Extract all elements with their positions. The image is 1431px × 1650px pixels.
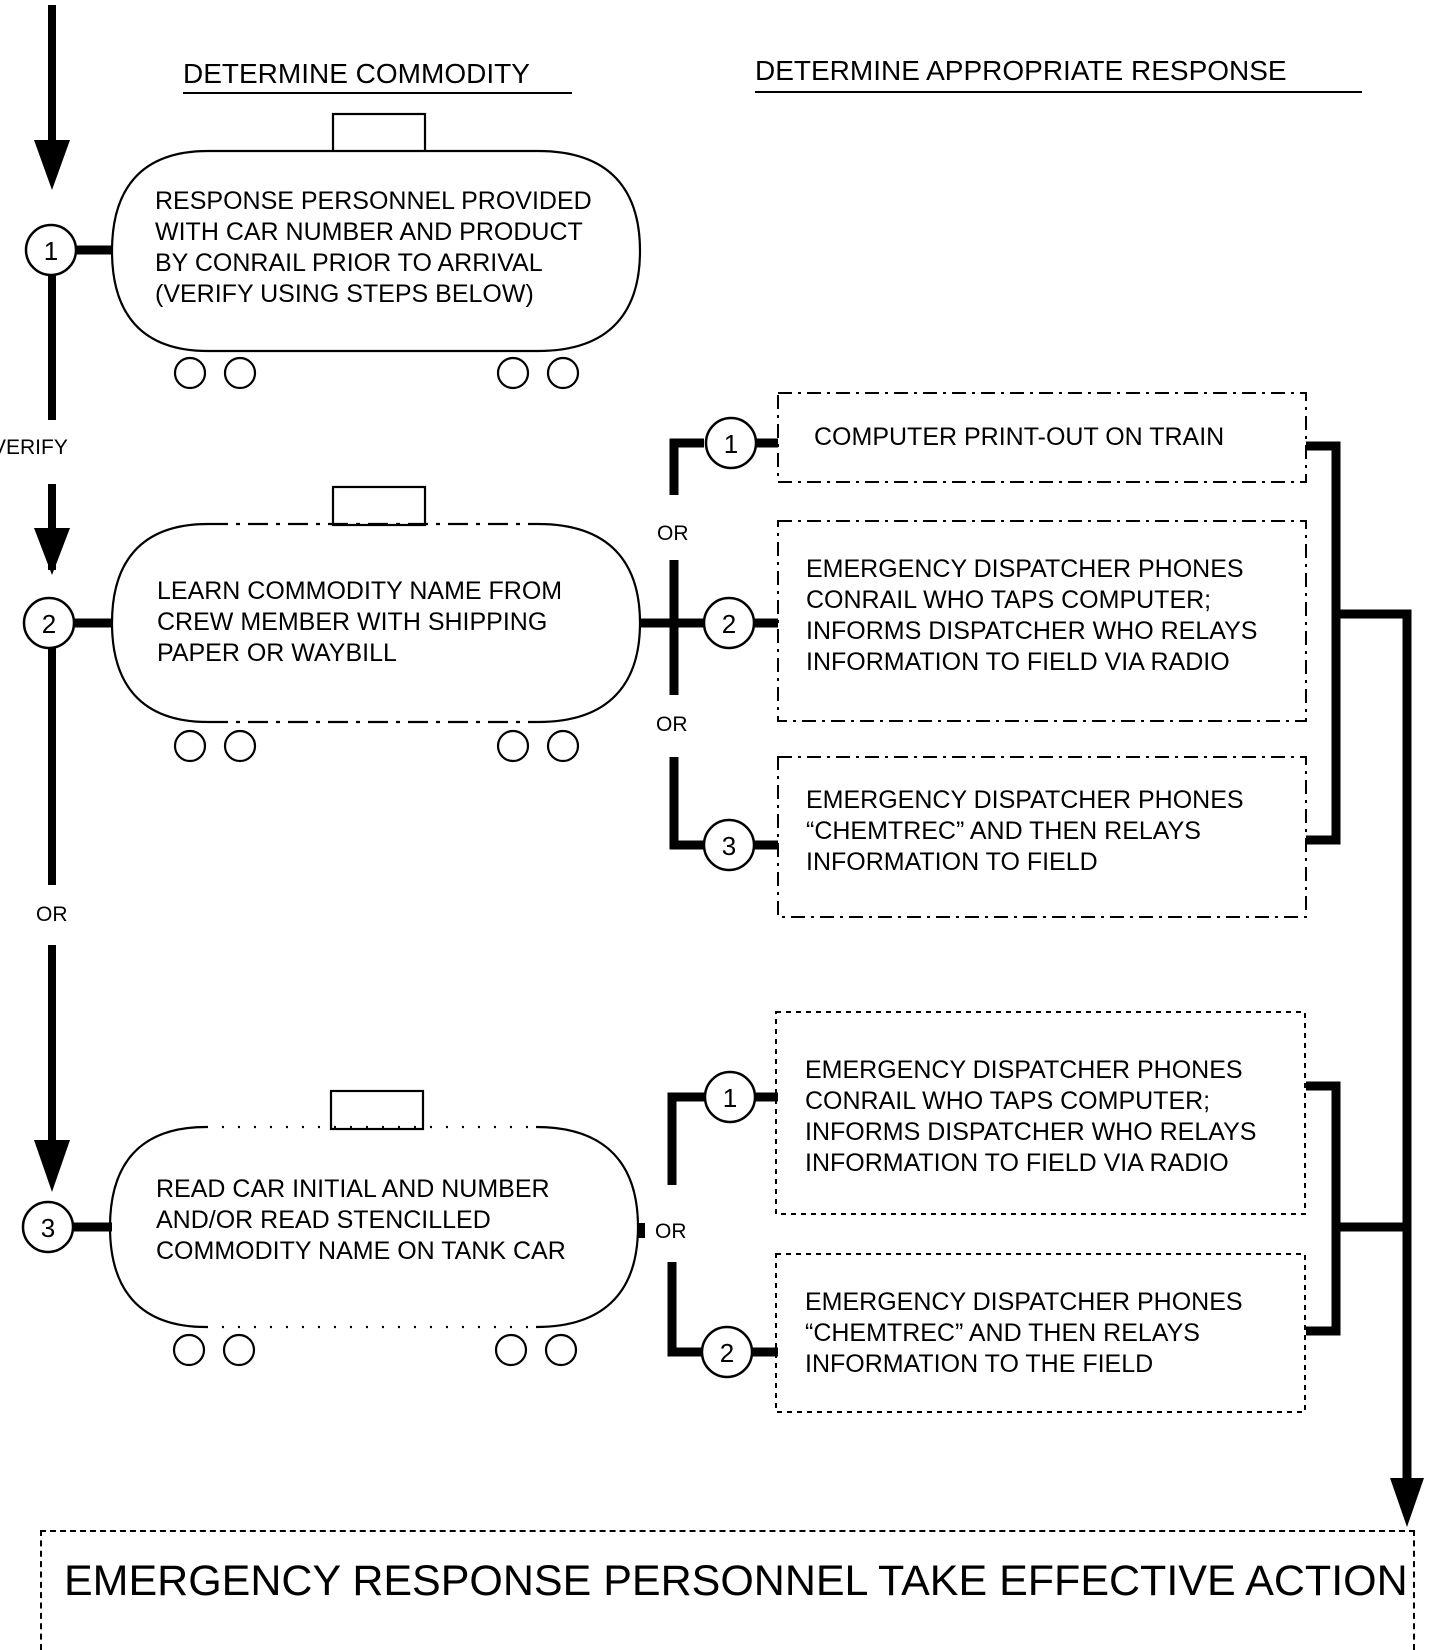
response-a-2-text: EMERGENCY DISPATCHER PHONES CONRAIL WHO … — [806, 555, 1258, 676]
svg-text:1: 1 — [724, 429, 738, 459]
response-a-circle-1: 1 — [704, 416, 758, 470]
response-a-circle-3: 3 — [702, 818, 756, 872]
response-b-2-text: EMERGENCY DISPATCHER PHONES “CHEMTREC” A… — [805, 1288, 1243, 1378]
response-a-box-1 — [777, 392, 1307, 483]
arrow-head-step3 — [34, 1140, 70, 1192]
step-connectors — [73, 245, 114, 1232]
header-right-underline — [755, 91, 1362, 93]
merge-brackets — [1306, 441, 1412, 1488]
verify-label: VERIFY — [0, 436, 68, 459]
svg-text:1: 1 — [723, 1083, 737, 1113]
response-b-box-1 — [775, 1011, 1306, 1215]
response-b-1-text: EMERGENCY DISPATCHER PHONES CONRAIL WHO … — [805, 1056, 1257, 1177]
header-determine-response: DETERMINE APPROPRIATE RESPONSE — [755, 55, 1287, 86]
response-boxes — [777, 392, 1307, 918]
response-a-box-2 — [777, 520, 1307, 722]
response-a-1-text: COMPUTER PRINT-OUT ON TRAIN — [814, 423, 1225, 451]
step-1-text: RESPONSE PERSONNEL PROVIDED WITH CAR NUM… — [155, 187, 592, 308]
header-left-underline — [183, 92, 572, 94]
svg-text:1: 1 — [44, 236, 58, 266]
svg-text:2: 2 — [42, 609, 56, 639]
response-b-circle-1: 1 — [703, 1070, 757, 1124]
or-label-a-upper: OR — [657, 522, 689, 545]
header-determine-commodity: DETERMINE COMMODITY — [183, 58, 530, 89]
response-boxes-b — [775, 1011, 1306, 1413]
svg-text:3: 3 — [722, 831, 736, 861]
branch-lines-a — [640, 438, 704, 850]
final-arrow-head — [1390, 1478, 1424, 1527]
or-label-a-lower: OR — [656, 713, 688, 736]
tank-car-3 — [108, 1089, 640, 1367]
or-label-main: OR — [36, 903, 68, 926]
arrow-head-step2 — [34, 528, 70, 575]
step-circle-3: 3 — [21, 1200, 75, 1254]
branch-lines-b — [667, 1092, 704, 1357]
response-a-circle-2: 2 — [702, 596, 756, 650]
step-circle-1: 1 — [24, 223, 78, 277]
circle-box-stubs — [752, 438, 778, 1357]
or-tick — [638, 1223, 645, 1238]
step-3-text: READ CAR INITIAL AND NUMBER AND/OR READ … — [156, 1175, 566, 1265]
response-b-circle-2: 2 — [700, 1325, 754, 1379]
final-action-box — [40, 1530, 1415, 1650]
response-a-3-text: EMERGENCY DISPATCHER PHONES “CHEMTREC” A… — [806, 786, 1244, 876]
response-b-box-2 — [775, 1253, 1306, 1413]
tank-car-1 — [110, 112, 642, 390]
step-2-text: LEARN COMMODITY NAME FROM CREW MEMBER WI… — [157, 577, 563, 667]
final-action-text: EMERGENCY RESPONSE PERSONNEL TAKE EFFECT… — [64, 1557, 1408, 1605]
svg-text:3: 3 — [41, 1213, 55, 1243]
or-label-b: OR — [655, 1220, 687, 1243]
svg-text:2: 2 — [722, 609, 736, 639]
arrow-head-step1 — [34, 140, 70, 190]
svg-text:2: 2 — [720, 1338, 734, 1368]
tank-car-2 — [110, 485, 642, 763]
response-a-box-3 — [777, 756, 1307, 918]
step-circle-2: 2 — [22, 596, 76, 650]
